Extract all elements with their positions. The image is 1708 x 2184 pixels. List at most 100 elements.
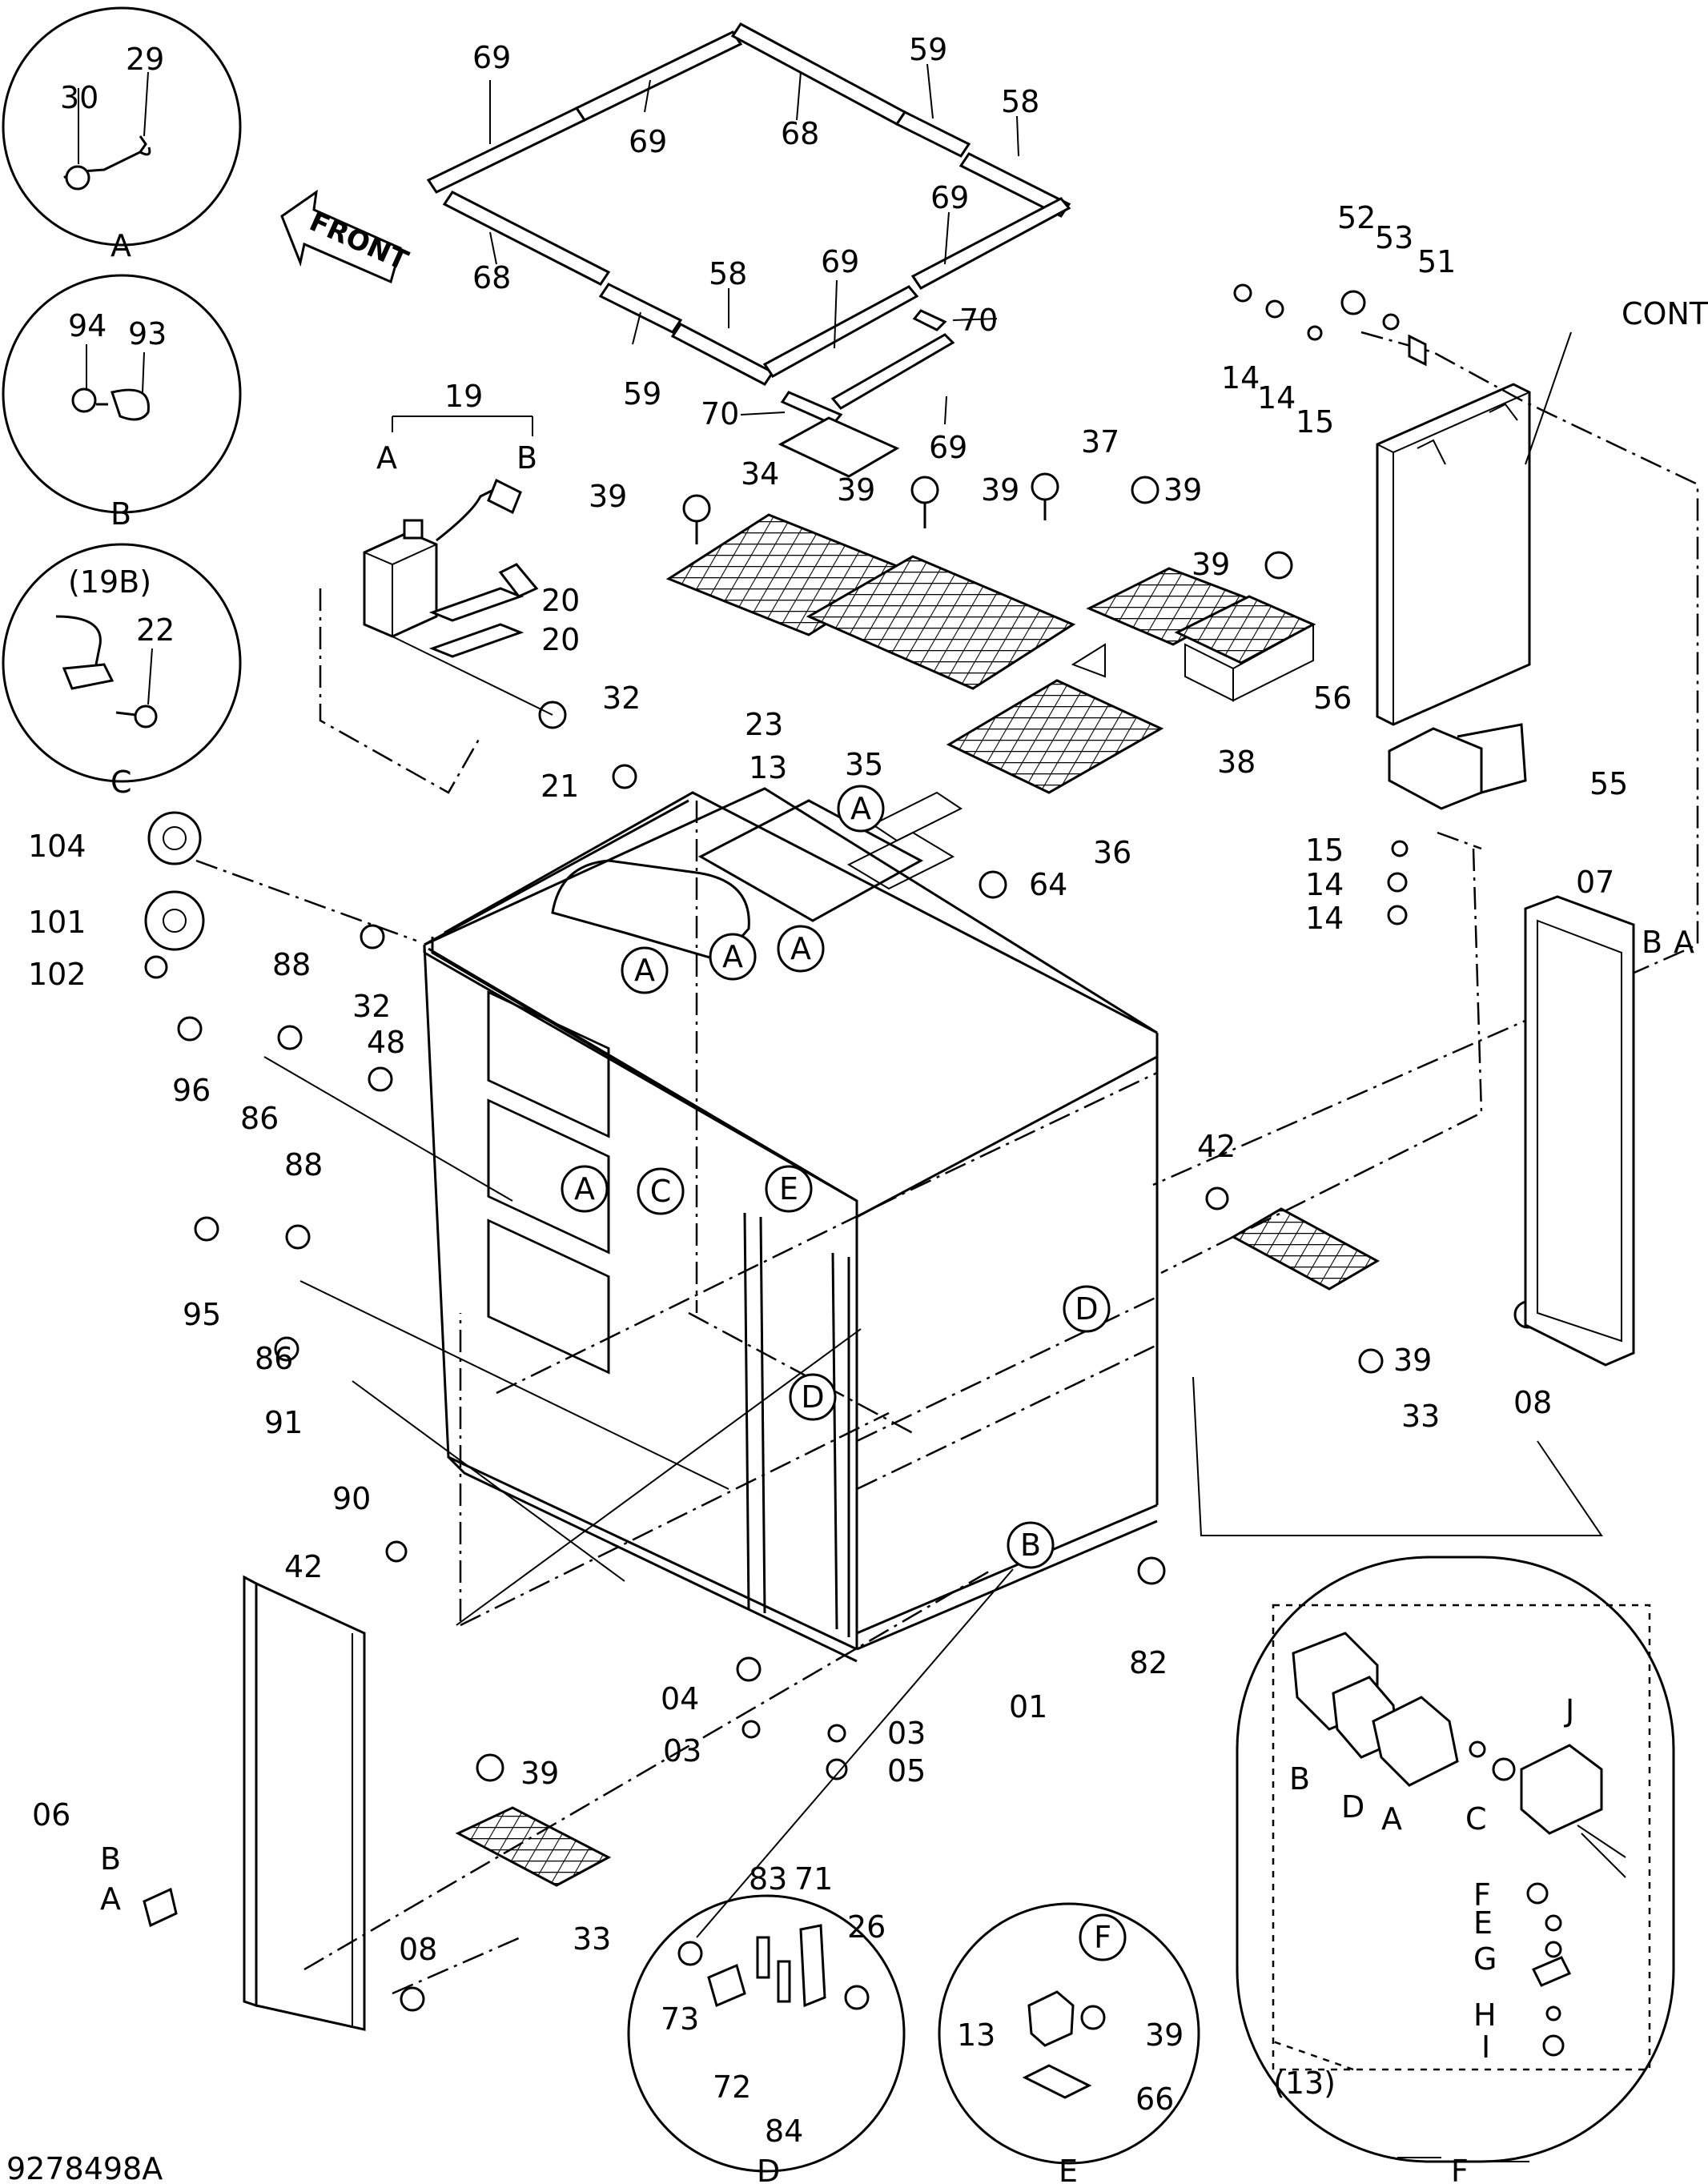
callout: E	[1473, 1905, 1493, 1941]
callout: 01	[1009, 1689, 1047, 1724]
bolt-icon	[1131, 476, 1159, 504]
bolt-icon	[177, 1016, 203, 1042]
ref-a: A	[634, 953, 655, 988]
washer-icon	[1307, 325, 1323, 341]
mount-icon	[147, 811, 202, 865]
detail-f: B D A C J F E G H I (13) F	[1236, 1556, 1675, 2184]
callout: 36	[1093, 835, 1131, 870]
bolt-icon	[134, 705, 158, 729]
detail-c: (19B) 22 C	[2, 543, 242, 800]
callout: 39	[589, 479, 627, 514]
nut-icon	[1233, 283, 1252, 303]
lamp-icon	[1027, 1990, 1075, 2047]
washer-icon	[741, 1720, 761, 1739]
callout: 56	[1313, 680, 1352, 716]
bolt-icon	[285, 1224, 311, 1250]
callout: 102	[28, 957, 86, 992]
callout: 19	[444, 379, 483, 414]
callout: A	[376, 440, 397, 476]
floor-grates	[455, 416, 1380, 1887]
callout: 69	[472, 40, 511, 75]
striker-icon	[707, 1963, 746, 2008]
callout: 96	[172, 1073, 211, 1108]
detail-a: 30 29 A	[2, 6, 242, 263]
callout: 86	[255, 1341, 293, 1376]
callout: 70	[701, 396, 739, 432]
reference-circles: A A A A A C E D D B F	[561, 785, 1127, 1961]
detail-title: C	[111, 765, 132, 800]
mount-plate-icon	[144, 890, 205, 951]
drawing-id: 9278498A	[6, 2151, 163, 2184]
washer-icon	[827, 1724, 846, 1743]
callout: 94	[68, 308, 106, 343]
callout: 05	[887, 1753, 926, 1789]
callout: 39	[1163, 472, 1202, 508]
callout: 32	[602, 680, 641, 716]
detail-d: 83 71 26 73 72 84 D	[627, 1861, 906, 2184]
detail-title: E	[1059, 2154, 1078, 2184]
callout: 39	[837, 472, 875, 508]
ref-f: F	[1094, 1920, 1111, 1955]
bolt-icon	[1080, 2005, 1106, 2030]
clamp-shape	[111, 388, 150, 421]
callout: 93	[128, 316, 167, 351]
detail-b: 94 93 B	[2, 274, 242, 532]
nut-icon	[1387, 872, 1408, 893]
callout: 39	[1192, 547, 1230, 582]
detail-title: D	[757, 2154, 780, 2184]
callout: 23	[745, 707, 783, 742]
detail-title: F	[1451, 2154, 1469, 2184]
callout: 35	[845, 747, 883, 782]
callout: 66	[1135, 2082, 1174, 2117]
callout: 20	[541, 622, 580, 657]
callout: 48	[367, 1025, 405, 1060]
callout: 33	[1401, 1399, 1440, 1434]
callout: 21	[541, 769, 579, 804]
callout: 59	[909, 32, 947, 67]
callout: 71	[794, 1861, 833, 1897]
callout: 101	[28, 905, 86, 940]
front-arrow: FRONT	[280, 189, 413, 284]
callout: 14	[1257, 380, 1296, 416]
callout: B	[516, 440, 537, 476]
wire-shape	[55, 615, 102, 665]
callout: 42	[284, 1549, 323, 1584]
callout: 86	[240, 1101, 279, 1136]
control-box-label: CONTROL BOX	[1622, 296, 1708, 331]
nut-icon	[826, 1758, 848, 1781]
ref-b: B	[1020, 1528, 1041, 1563]
callout: A	[1381, 1801, 1402, 1837]
lamp-housing-icon	[1520, 1744, 1603, 1835]
bolt-icon	[736, 1656, 762, 1682]
callout: 08	[399, 1932, 437, 1967]
plug-icon	[1205, 1186, 1229, 1210]
callout: 73	[661, 2001, 699, 2037]
callout: 69	[821, 244, 859, 279]
callout: 59	[623, 376, 661, 412]
callout: 91	[264, 1405, 303, 1440]
nut-icon	[1387, 905, 1408, 925]
callout: 03	[663, 1733, 701, 1768]
callout: 55	[1589, 766, 1628, 801]
callout: 14	[1305, 867, 1344, 902]
cab-frame	[423, 787, 1159, 1663]
callout: 38	[1217, 745, 1256, 780]
callout: F	[1473, 1877, 1491, 1913]
ref-a: A	[790, 931, 811, 966]
bolt-icon	[1264, 551, 1293, 580]
detail-e: 13 39 66 E	[938, 1902, 1200, 2184]
callout: 39	[1393, 1343, 1432, 1378]
callout: 15	[1305, 833, 1344, 868]
ref-a: A	[722, 939, 743, 974]
callout: B	[1289, 1761, 1310, 1797]
callout: 82	[1129, 1645, 1167, 1680]
washer-tank	[319, 416, 553, 794]
ref-a: A	[850, 791, 871, 826]
callout: 08	[1513, 1385, 1552, 1420]
bolt-icon	[677, 1941, 703, 1966]
bolt-icon	[277, 1025, 303, 1050]
callout: B	[1642, 925, 1662, 960]
callout: 95	[183, 1297, 221, 1332]
bolt-icon	[144, 955, 168, 979]
